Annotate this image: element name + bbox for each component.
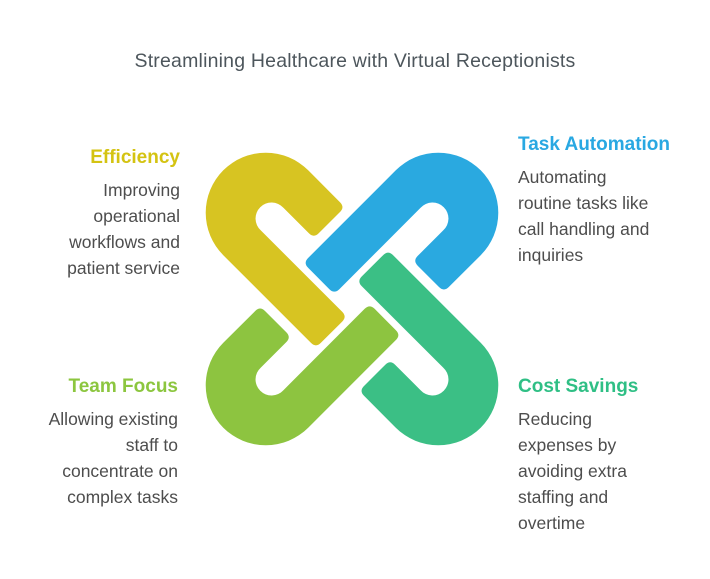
interlocking-knot-icon	[205, 152, 499, 446]
task-automation-heading: Task Automation	[518, 134, 671, 155]
task-automation-body: Automating routine tasks like call handl…	[518, 167, 650, 265]
efficiency-body: Improving operational workflows and pati…	[67, 180, 180, 278]
quadrant-task-automation: Task Automation Automating routine tasks…	[518, 133, 696, 268]
team-focus-body: Allowing existing staff to concentrate o…	[48, 409, 178, 507]
cost-savings-heading: Cost Savings	[518, 376, 639, 397]
efficiency-heading: Efficiency	[90, 147, 180, 168]
page-title: Streamlining Healthcare with Virtual Rec…	[134, 50, 576, 72]
cost-savings-body: Reducing expenses by avoiding extra staf…	[518, 409, 627, 533]
quadrant-cost-savings: Cost Savings Reducing expenses by avoidi…	[518, 375, 698, 536]
quadrant-efficiency: Efficiency Improving operational workflo…	[0, 146, 180, 281]
quadrant-team-focus: Team Focus Allowing existing staff to co…	[0, 375, 178, 510]
team-focus-heading: Team Focus	[68, 376, 178, 397]
